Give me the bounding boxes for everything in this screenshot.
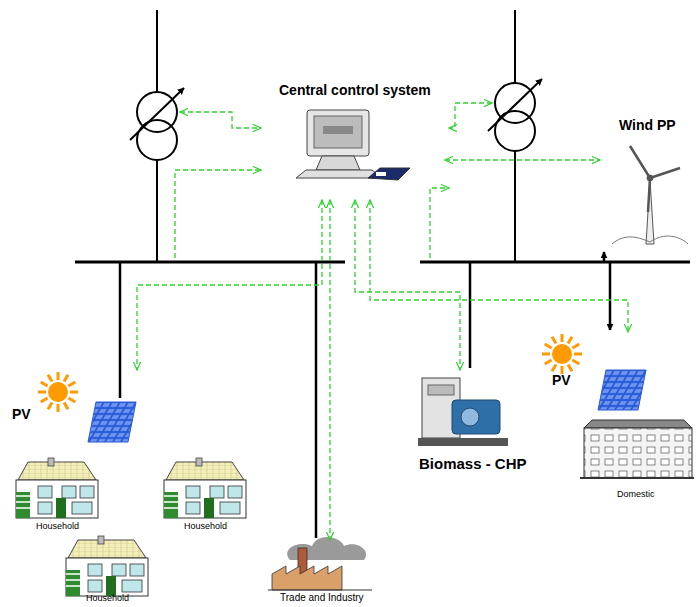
node-label: Wind PP bbox=[619, 117, 676, 133]
household-unit: Household bbox=[62, 533, 154, 603]
control-link bbox=[329, 200, 330, 540]
household-unit: Household bbox=[160, 455, 252, 531]
node-label: Central control system bbox=[279, 82, 431, 98]
node-label: Trade and Industry bbox=[280, 592, 364, 604]
control-link bbox=[355, 200, 460, 370]
pv-unit: PV bbox=[538, 332, 650, 412]
wind-plant: Wind PP bbox=[600, 115, 694, 250]
household-unit: Household bbox=[12, 455, 104, 531]
control-link bbox=[137, 200, 322, 370]
node-label: PV bbox=[12, 406, 31, 422]
control-link bbox=[445, 159, 600, 160]
control-system: Central control system bbox=[265, 80, 445, 200]
node-label: Biomass - CHP bbox=[419, 455, 527, 472]
node-label: Domestic bbox=[617, 489, 655, 499]
industry-load: Trade and Industry bbox=[262, 540, 382, 603]
control-link bbox=[370, 200, 628, 332]
pv-unit: PV bbox=[8, 370, 148, 444]
node-label: Household bbox=[36, 521, 79, 531]
domestic-load: Domestic bbox=[578, 415, 694, 499]
biomass-chp: Biomass - CHP bbox=[406, 370, 540, 472]
node-label: Household bbox=[86, 593, 129, 603]
node-label: PV bbox=[552, 372, 571, 388]
node-label: Household bbox=[184, 521, 227, 531]
